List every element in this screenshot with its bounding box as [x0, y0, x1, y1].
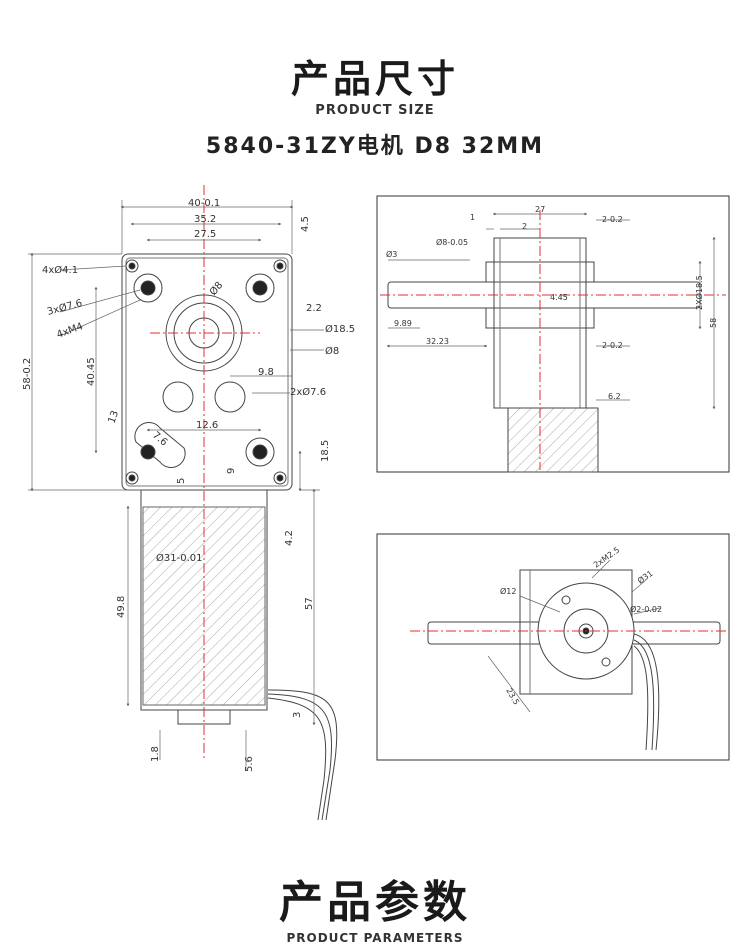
end-dim-23-5: 23.5	[504, 687, 521, 707]
end-dim-31: Ø31	[635, 568, 654, 586]
dim-27: 27.5	[194, 229, 216, 240]
section-subtitle-params: PRODUCT PARAMETERS	[286, 931, 464, 945]
side-dim-2-0-2b: 2-0.2	[602, 341, 623, 350]
end-dim-m2-5: 2xM2.5	[592, 545, 621, 569]
dim-5-6: 5.6	[244, 756, 255, 772]
side-dim-2-0-2a: 2-0.2	[602, 215, 623, 224]
section-subtitle: PRODUCT SIZE	[315, 103, 435, 118]
dim-motor-dia: Ø31-0.01	[156, 552, 202, 564]
section-title: 产品尺寸	[290, 57, 459, 101]
dim-57: 57	[304, 597, 315, 610]
dim-shaft-8b: Ø8	[325, 345, 339, 357]
dim-4-5: 4.5	[300, 216, 311, 232]
model-label: 5840-31ZY电机 D8 32MM	[205, 134, 545, 159]
dim-5: 5	[176, 478, 187, 484]
dim-7-6: 7.6	[150, 430, 169, 449]
dim-1-8: 1.8	[150, 746, 161, 762]
dim-hole-7-6: 3xØ7.6	[46, 297, 84, 318]
end-dim-2: Ø2-0.02	[630, 604, 662, 614]
side-dim-18-5: 2XØ18.5	[694, 275, 704, 310]
side-dim-2: 2	[522, 222, 527, 231]
side-dim-6-2: 6.2	[608, 392, 621, 401]
side-dim-58: 58	[709, 318, 718, 328]
side-dim-9-89: 9.89	[394, 319, 412, 328]
side-dim-27: 27	[535, 205, 545, 214]
section-title-params: 产品参数	[279, 877, 471, 928]
side-dim-32-23: 32.23	[426, 337, 449, 346]
dim-3: 3	[292, 712, 303, 718]
side-dim-1: 1	[470, 213, 475, 222]
dim-4-2: 4.2	[284, 530, 295, 546]
dim-40-45: 40.45	[86, 357, 97, 386]
side-dim-3: Ø3	[386, 249, 397, 259]
dim-height-58: 58-0.2	[22, 358, 33, 390]
dim-m4: 4xM4	[55, 321, 84, 341]
dim-18-5-v: 18.5	[320, 440, 331, 462]
front-centerline	[150, 185, 260, 760]
front-view	[121, 253, 338, 821]
side-view	[376, 195, 730, 473]
end-view	[376, 533, 730, 761]
side-dim-8: Ø8-0.05	[436, 237, 468, 247]
dim-49-8: 49.8	[116, 596, 127, 618]
dim-2x-7-6: 2xØ7.6	[290, 386, 326, 398]
side-dim-4-45: 4.45	[550, 293, 568, 302]
end-dim-12: Ø12	[500, 586, 516, 596]
dim-boss-18-5: Ø18.5	[325, 323, 355, 335]
dim-35: 35.2	[194, 214, 216, 225]
dim-hole-4-1: 4xØ4.1	[42, 264, 78, 276]
dim-12-6: 12.6	[196, 420, 218, 431]
dim-13: 13	[106, 409, 121, 425]
dim-9: 9	[226, 468, 237, 474]
dim-width: 40-0.1	[188, 198, 220, 209]
side-centerline	[380, 210, 726, 470]
dim-2-2: 2.2	[306, 303, 322, 314]
dim-9-8: 9.8	[258, 367, 274, 378]
